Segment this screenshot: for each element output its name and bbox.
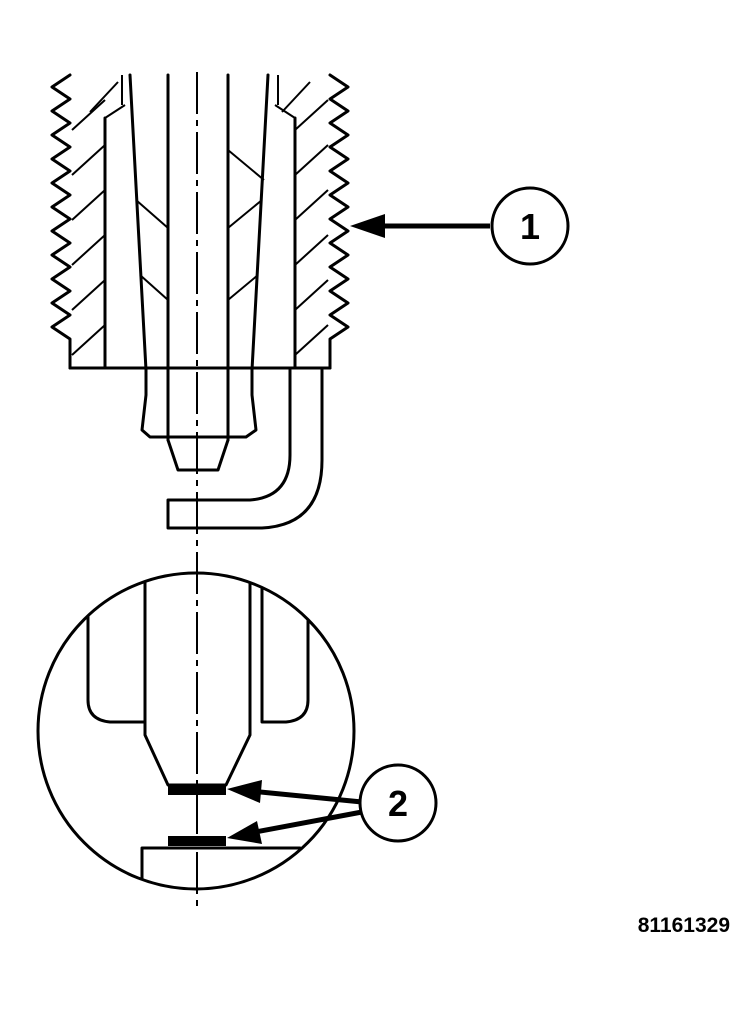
callout-1: 1 bbox=[350, 186, 570, 266]
insulator bbox=[128, 73, 270, 439]
shell-hatching bbox=[71, 81, 329, 356]
callout-1-label: 1 bbox=[520, 206, 540, 247]
callout-1-arrowhead bbox=[350, 214, 385, 238]
left-thread-profile bbox=[50, 73, 72, 370]
callout-2-circle bbox=[358, 763, 438, 843]
ground-electrode bbox=[166, 368, 324, 530]
callout-2-arrowhead-lower bbox=[227, 821, 262, 844]
callout-2: 2 bbox=[227, 763, 438, 844]
callout-2-leader-lower bbox=[249, 809, 363, 836]
center-electrode-tip bbox=[168, 785, 226, 795]
callout-2-arrowhead-upper bbox=[227, 780, 262, 803]
callout-1-circle bbox=[490, 186, 570, 266]
spark-plug-shell bbox=[50, 73, 350, 370]
callout-2-label: 2 bbox=[388, 783, 408, 824]
figure-id: 81161329 bbox=[637, 914, 730, 937]
callout-2-leader-upper bbox=[249, 788, 363, 805]
right-thread-profile bbox=[328, 73, 350, 370]
